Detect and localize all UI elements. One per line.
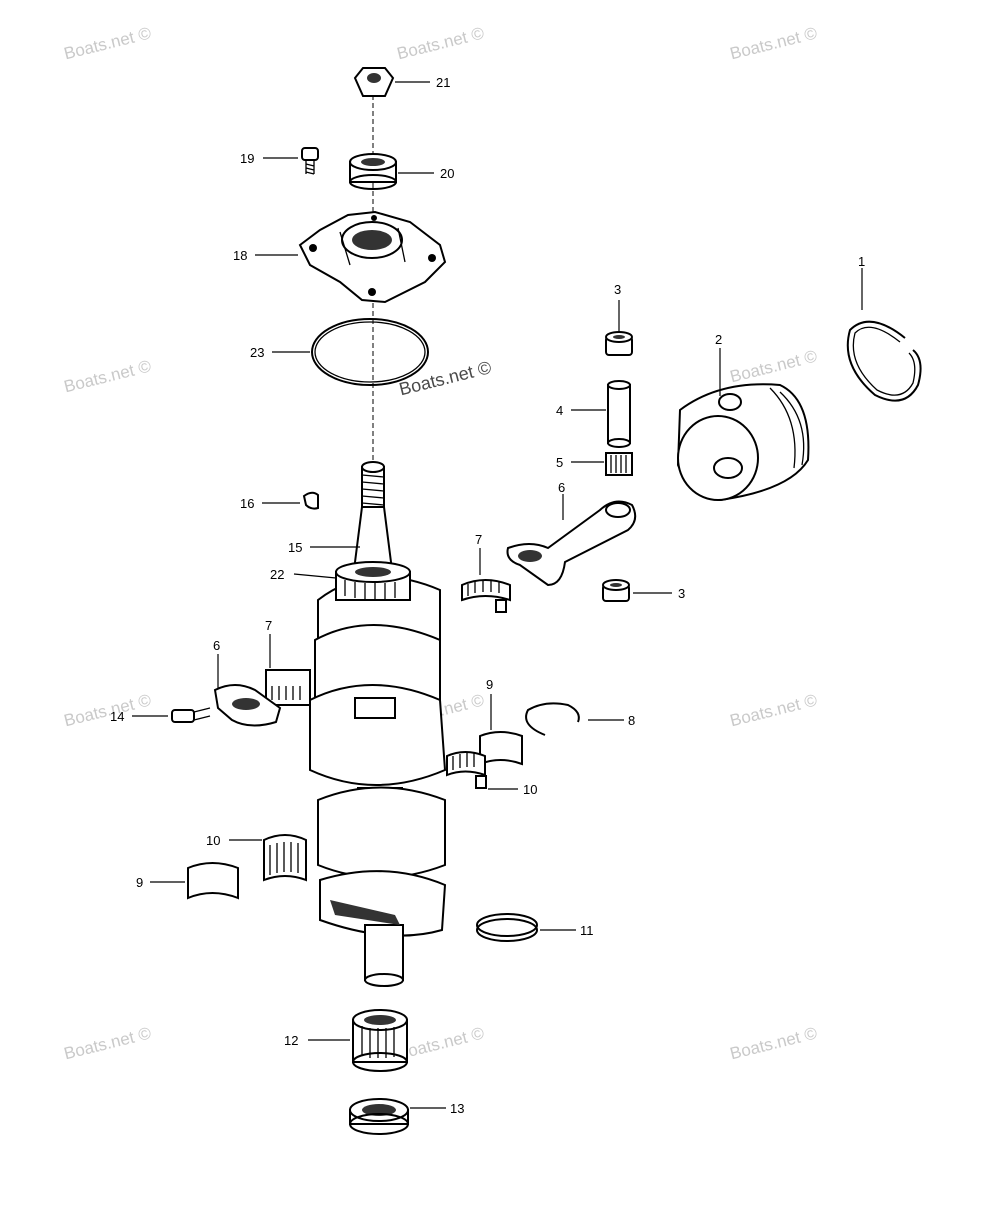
callout-11: 11: [580, 923, 594, 938]
callout-6a: 6: [558, 480, 565, 495]
part-5-needle-bearing[interactable]: [605, 452, 633, 476]
callout-1: 1: [858, 254, 865, 269]
callout-10b: 10: [206, 833, 220, 848]
callout-22: 22: [270, 567, 284, 582]
callout-3b: 3: [678, 586, 685, 601]
part-16-key[interactable]: [302, 491, 319, 510]
part-11-ring[interactable]: [476, 913, 538, 942]
part-13-seal[interactable]: [349, 1098, 409, 1135]
part-14-rod-screw[interactable]: [171, 707, 211, 723]
part-8-retaining-ring[interactable]: [525, 702, 580, 736]
part-22-ball-bearing[interactable]: [335, 561, 411, 601]
callout-9a: 9: [486, 677, 493, 692]
part-3-thrust-washer-top[interactable]: [605, 331, 633, 356]
part-10-needle-cage-left[interactable]: [263, 834, 307, 882]
part-2-piston[interactable]: [676, 383, 810, 502]
part-1-piston-ring[interactable]: [846, 320, 922, 402]
part-9-bearing-race-left[interactable]: [187, 862, 239, 900]
callout-16: 16: [240, 496, 254, 511]
part-9-bearing-race-right[interactable]: [479, 731, 523, 766]
callout-5: 5: [556, 455, 563, 470]
part-20-seal[interactable]: [349, 153, 397, 190]
callout-18: 18: [233, 248, 247, 263]
callout-3a: 3: [614, 282, 621, 297]
part-6-rod-cap[interactable]: [213, 684, 282, 727]
part-18-end-cap[interactable]: [298, 210, 447, 304]
callout-7b: 7: [265, 618, 272, 633]
part-6-connecting-rod[interactable]: [506, 500, 637, 587]
part-10-needle-cage-right[interactable]: [446, 751, 487, 789]
callout-4: 4: [556, 403, 563, 418]
callout-9b: 9: [136, 875, 143, 890]
part-21-nut[interactable]: [353, 67, 395, 97]
part-7-bearing-cage-left[interactable]: [265, 669, 311, 706]
callout-20: 20: [440, 166, 454, 181]
callout-7a: 7: [475, 532, 482, 547]
part-4-piston-pin[interactable]: [607, 380, 631, 448]
callout-10a: 10: [523, 782, 537, 797]
part-19-screw[interactable]: [301, 147, 319, 175]
callout-2: 2: [715, 332, 722, 347]
part-3-thrust-washer-bottom[interactable]: [602, 579, 630, 602]
part-15-crankshaft[interactable]: [309, 461, 447, 987]
part-12-roller-bearing[interactable]: [352, 1009, 408, 1072]
callout-12: 12: [284, 1033, 298, 1048]
part-23-o-ring[interactable]: [311, 318, 429, 386]
callout-19: 19: [240, 151, 254, 166]
callout-21: 21: [436, 75, 450, 90]
callout-14: 14: [110, 709, 124, 724]
callout-6b: 6: [213, 638, 220, 653]
callout-15: 15: [288, 540, 302, 555]
callout-8: 8: [628, 713, 635, 728]
part-7-bearing-cage-right[interactable]: [461, 579, 511, 613]
leader-22: [293, 573, 337, 579]
callout-13: 13: [450, 1101, 464, 1116]
callout-23: 23: [250, 345, 264, 360]
